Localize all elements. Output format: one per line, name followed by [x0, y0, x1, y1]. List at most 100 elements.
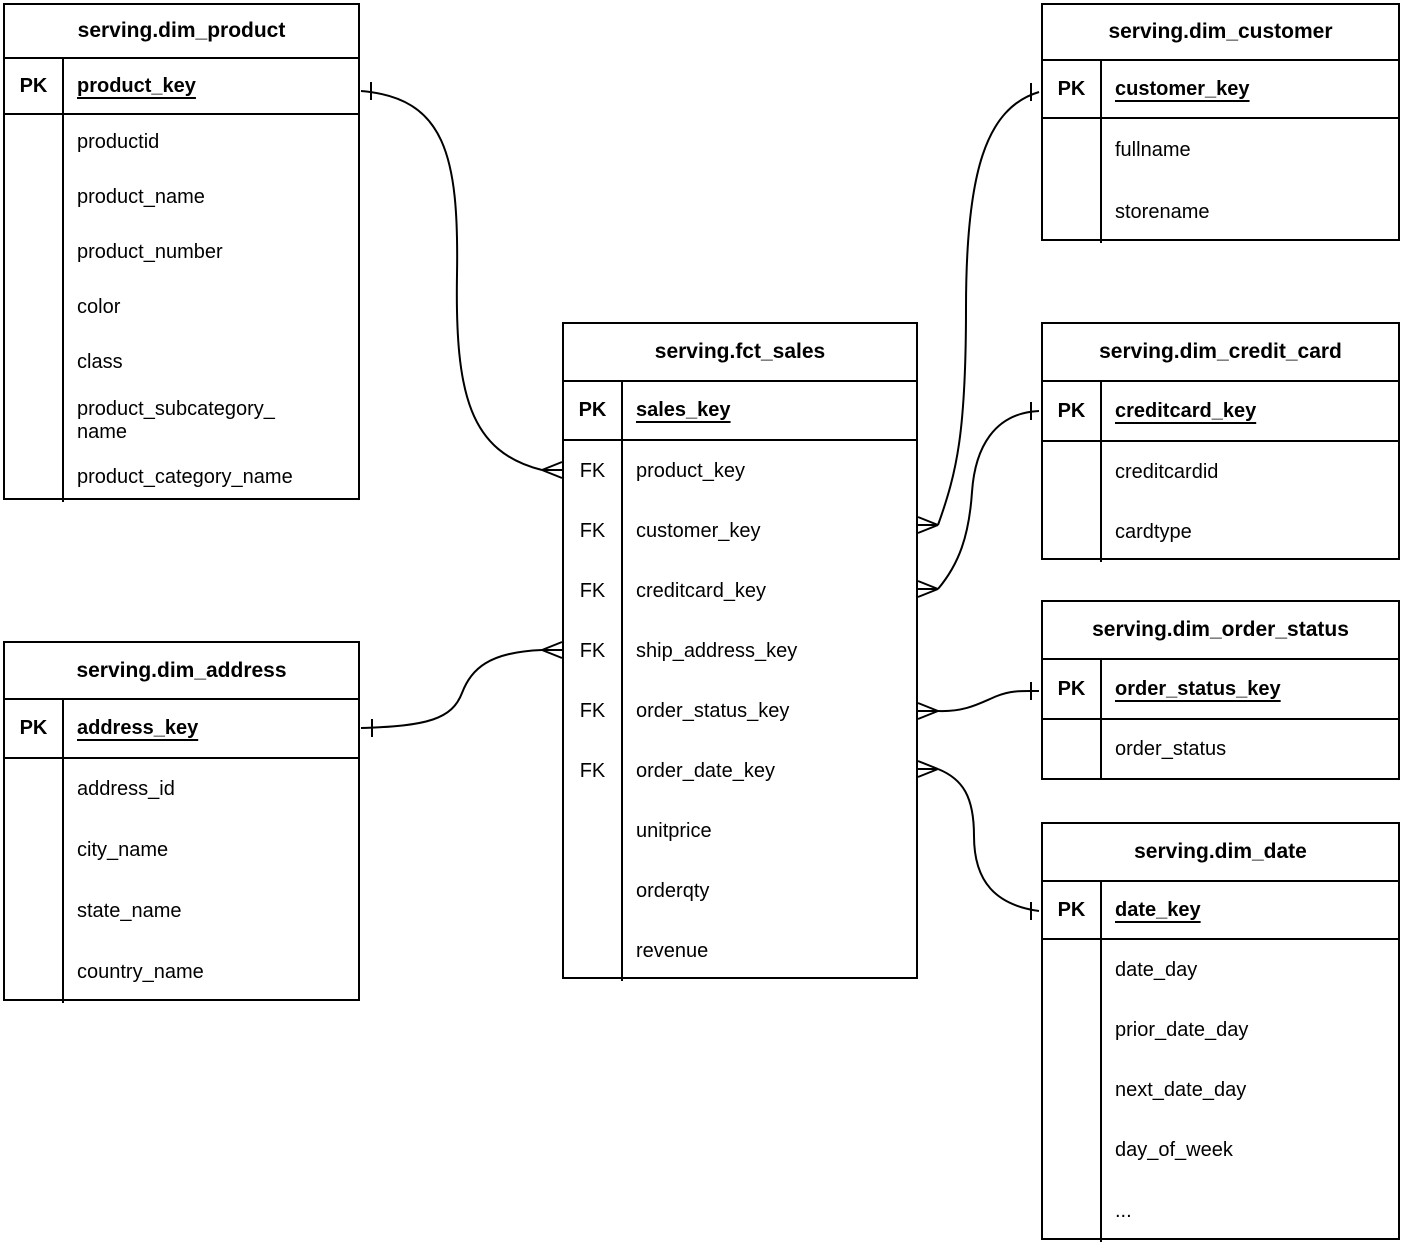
field-row: FK creditcard_key — [564, 561, 916, 621]
field-row: cardtype — [1043, 502, 1398, 562]
key-cell-empty — [5, 115, 64, 170]
field-row: storename — [1043, 181, 1398, 243]
fk-badge: FK — [564, 741, 623, 801]
fk-badge: FK — [564, 681, 623, 741]
pk-row: PK date_key — [1043, 882, 1398, 940]
field-row: ... — [1043, 1180, 1398, 1242]
fk-badge: FK — [564, 621, 623, 681]
key-cell-empty — [1043, 1060, 1102, 1120]
field-row: FK ship_address_key — [564, 621, 916, 681]
key-cell-empty — [564, 801, 623, 861]
field-name: orderqty — [636, 879, 710, 902]
pk-badge: PK — [564, 382, 623, 439]
relationship-customer-connector — [917, 83, 1040, 534]
field-name: prior_date_day — [1115, 1018, 1249, 1041]
entity-dim-credit-card: serving.dim_credit_card PK creditcard_ke… — [1041, 322, 1400, 562]
field-name: ... — [1115, 1199, 1132, 1222]
field-row: class — [5, 335, 358, 390]
key-cell-empty — [5, 280, 64, 335]
field-name: class — [77, 351, 123, 373]
crow-foot-many-icon — [917, 580, 939, 598]
connector-line — [360, 90, 543, 471]
connector-line — [360, 649, 543, 729]
fk-badge: FK — [564, 501, 623, 561]
field-name: city_name — [77, 839, 169, 861]
pk-field-name: date_key — [1115, 898, 1201, 921]
pk-row: PK product_key — [5, 59, 358, 115]
field-row: revenue — [564, 921, 916, 981]
key-cell-empty — [5, 170, 64, 225]
entity-title: serving.dim_address — [5, 643, 358, 700]
key-cell-empty — [1043, 502, 1102, 562]
entity-title: serving.dim_date — [1043, 824, 1398, 882]
field-name: ship_address_key — [636, 639, 798, 662]
field-name: day_of_week — [1115, 1138, 1233, 1161]
field-row: FK order_date_key — [564, 741, 916, 801]
field-name: order_status_key — [636, 699, 790, 722]
entity-dim-order-status: serving.dim_order_status PK order_status… — [1041, 600, 1400, 780]
field-row: prior_date_day — [1043, 1000, 1398, 1060]
field-row: product_name — [5, 170, 358, 225]
field-row: unitprice — [564, 801, 916, 861]
key-cell-empty — [5, 942, 64, 1003]
field-name: product_subcategory_ name — [77, 398, 275, 443]
key-cell-empty — [1043, 1000, 1102, 1060]
field-name: creditcardid — [1115, 460, 1219, 483]
key-cell-empty — [1043, 720, 1102, 778]
pk-badge: PK — [1043, 882, 1102, 938]
key-cell-empty — [1043, 442, 1102, 502]
key-cell-empty — [5, 335, 64, 390]
field-name: creditcard_key — [636, 579, 767, 602]
crow-foot-many-icon — [541, 641, 563, 659]
pk-row: PK address_key — [5, 700, 358, 759]
key-cell-empty — [1043, 181, 1102, 243]
key-cell-empty — [5, 759, 64, 820]
key-cell-empty — [1043, 940, 1102, 1000]
entity-dim-customer: serving.dim_customer PK customer_key ful… — [1041, 3, 1400, 243]
field-row: day_of_week — [1043, 1120, 1398, 1180]
key-cell-empty — [1043, 1180, 1102, 1242]
fk-badge: FK — [564, 441, 623, 501]
key-cell-empty — [5, 390, 64, 452]
relationship-address-connector — [360, 641, 563, 737]
field-name: productid — [77, 131, 160, 153]
field-name: next_date_day — [1115, 1078, 1247, 1101]
crow-foot-many-icon — [917, 702, 939, 720]
entity-title: serving.dim_credit_card — [1043, 324, 1398, 382]
field-name: country_name — [77, 961, 204, 983]
field-row: city_name — [5, 820, 358, 881]
pk-badge: PK — [1043, 61, 1102, 117]
crow-foot-many-icon — [541, 461, 563, 479]
field-row: date_day — [1043, 940, 1398, 1000]
key-cell-empty — [5, 820, 64, 881]
field-row: FK order_status_key — [564, 681, 916, 741]
relationship-product-connector — [360, 82, 563, 479]
pk-field-name: sales_key — [636, 399, 731, 421]
relationship-order-date-connector — [917, 760, 1040, 920]
field-name: date_day — [1115, 958, 1198, 981]
crow-foot-many-icon — [917, 516, 939, 534]
pk-row: PK order_status_key — [1043, 660, 1398, 720]
field-name: color — [77, 296, 121, 318]
entity-title: serving.dim_product — [5, 5, 358, 59]
entity-dim-address: serving.dim_address PK address_key addre… — [3, 641, 360, 1003]
field-row: product_number — [5, 225, 358, 280]
field-row: product_subcategory_ name — [5, 390, 358, 452]
field-row: address_id — [5, 759, 358, 820]
field-name: order_status — [1115, 737, 1227, 760]
entity-title: serving.fct_sales — [564, 324, 916, 382]
field-name: product_name — [77, 186, 205, 208]
key-cell-empty — [564, 921, 623, 981]
field-name: unitprice — [636, 819, 712, 842]
entity-fct-sales: serving.fct_sales PK sales_key FK produc… — [562, 322, 918, 981]
pk-badge: PK — [5, 700, 64, 757]
field-name: fullname — [1115, 138, 1191, 161]
field-row: creditcardid — [1043, 442, 1398, 502]
connector-line — [937, 689, 1040, 713]
key-cell-empty — [1043, 1120, 1102, 1180]
field-row: productid — [5, 115, 358, 170]
field-name: address_id — [77, 778, 175, 800]
connector-line — [937, 410, 1040, 590]
pk-field-name: order_status_key — [1115, 677, 1281, 700]
entity-dim-date: serving.dim_date PK date_key date_day pr… — [1041, 822, 1400, 1242]
